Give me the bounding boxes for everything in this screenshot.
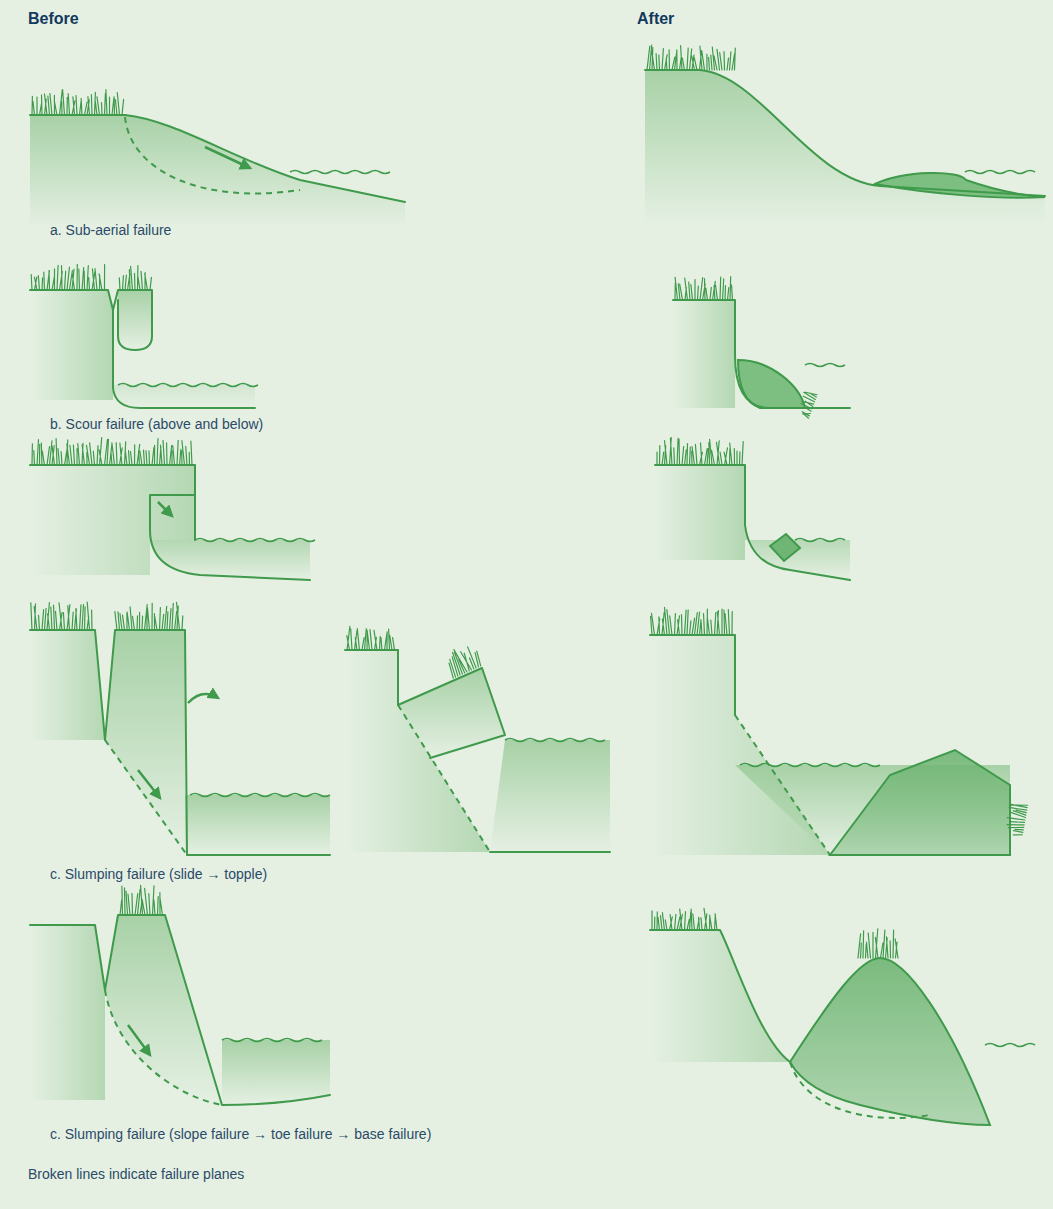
ground-shading [30,115,405,228]
ground-shading [30,70,1045,1105]
ground-shading [490,740,610,852]
ground-shading [105,915,222,1105]
bank-profile [150,495,310,580]
failure-plane [398,705,490,852]
column-heading: After [637,10,674,28]
ground-shading [645,70,1045,225]
ground-shading [30,925,105,1100]
bank-profile [30,290,152,350]
grass-blades [1004,802,1027,836]
panel-caption: c. Slumping failure (slope failure → toe… [50,1126,431,1142]
grass-blades [443,641,483,678]
grass [31,45,1028,958]
ground-shading [30,290,113,400]
bank-profile [830,854,1010,856]
movement-arrow [205,147,250,168]
grass-blades [32,438,192,465]
water-surface [190,794,330,797]
water-surface [222,1039,322,1042]
ground-shading [673,300,735,408]
grass-blades [31,602,92,630]
water-surface [965,171,1035,174]
water-surface [290,171,390,174]
panel-caption: a. Sub-aerial failure [50,222,171,238]
ground-shading [113,330,255,408]
failed-deposit [790,958,990,1125]
panel-caption: b. Scour failure (above and below) [50,416,263,432]
failure-plane [790,1062,930,1118]
failure-plane [105,740,187,855]
ground-shading [118,290,152,350]
water-surface [118,171,1035,1047]
grass-blades [651,607,733,635]
movement-arrow [158,502,172,516]
bank-profile [30,630,330,855]
grass-blades [115,602,183,630]
ground-shading [185,795,330,855]
note: Broken lines indicate failure planes [28,1166,244,1182]
failure-plane [105,990,222,1105]
movement-arrow [188,694,218,703]
grass-blades [120,885,163,915]
bank-profile [113,310,255,408]
water-surface [195,539,315,542]
bank-profile [650,930,790,1062]
ground-shading [655,465,745,560]
movement-arrow [128,1025,150,1055]
failed-deposit [770,534,800,561]
bank-profile [30,915,330,1105]
bank-profile [650,635,735,715]
failure-plane [105,117,930,1118]
water-surface [740,764,880,767]
panel-caption: c. Slumping failure (slide → topple) [50,866,267,882]
grass-blades [657,438,743,466]
water-surface [805,364,845,367]
bank-profile [30,70,1045,1105]
water-surface [505,739,605,742]
movement-arrow [138,770,160,798]
grass-blades [652,908,717,930]
bank-profile [673,300,850,408]
bank-profile [30,465,195,540]
bank-profile [490,851,610,853]
grass-blades [31,264,104,290]
ground-shading [30,630,105,740]
ground-shading [222,1040,330,1105]
bank-profile [645,70,1045,196]
bank-profile [30,115,405,202]
column-heading: Before [28,10,79,28]
ground-shading [150,530,310,580]
grass-blades [675,277,733,301]
ground-shading [105,630,185,855]
water-surface [795,539,845,542]
grass-blades [32,90,124,115]
failure-plane [125,117,300,193]
grass-blades [119,266,151,291]
failure-plane [735,715,830,855]
failed-deposit [738,173,1045,1125]
water-surface [118,384,258,387]
water-surface [985,1044,1035,1047]
grass-blades [647,45,735,70]
ground-shading [650,930,790,1062]
bank-profile [655,465,850,580]
grass-blades [347,626,395,650]
grass-blades [796,390,817,418]
grass-blades [858,929,898,958]
